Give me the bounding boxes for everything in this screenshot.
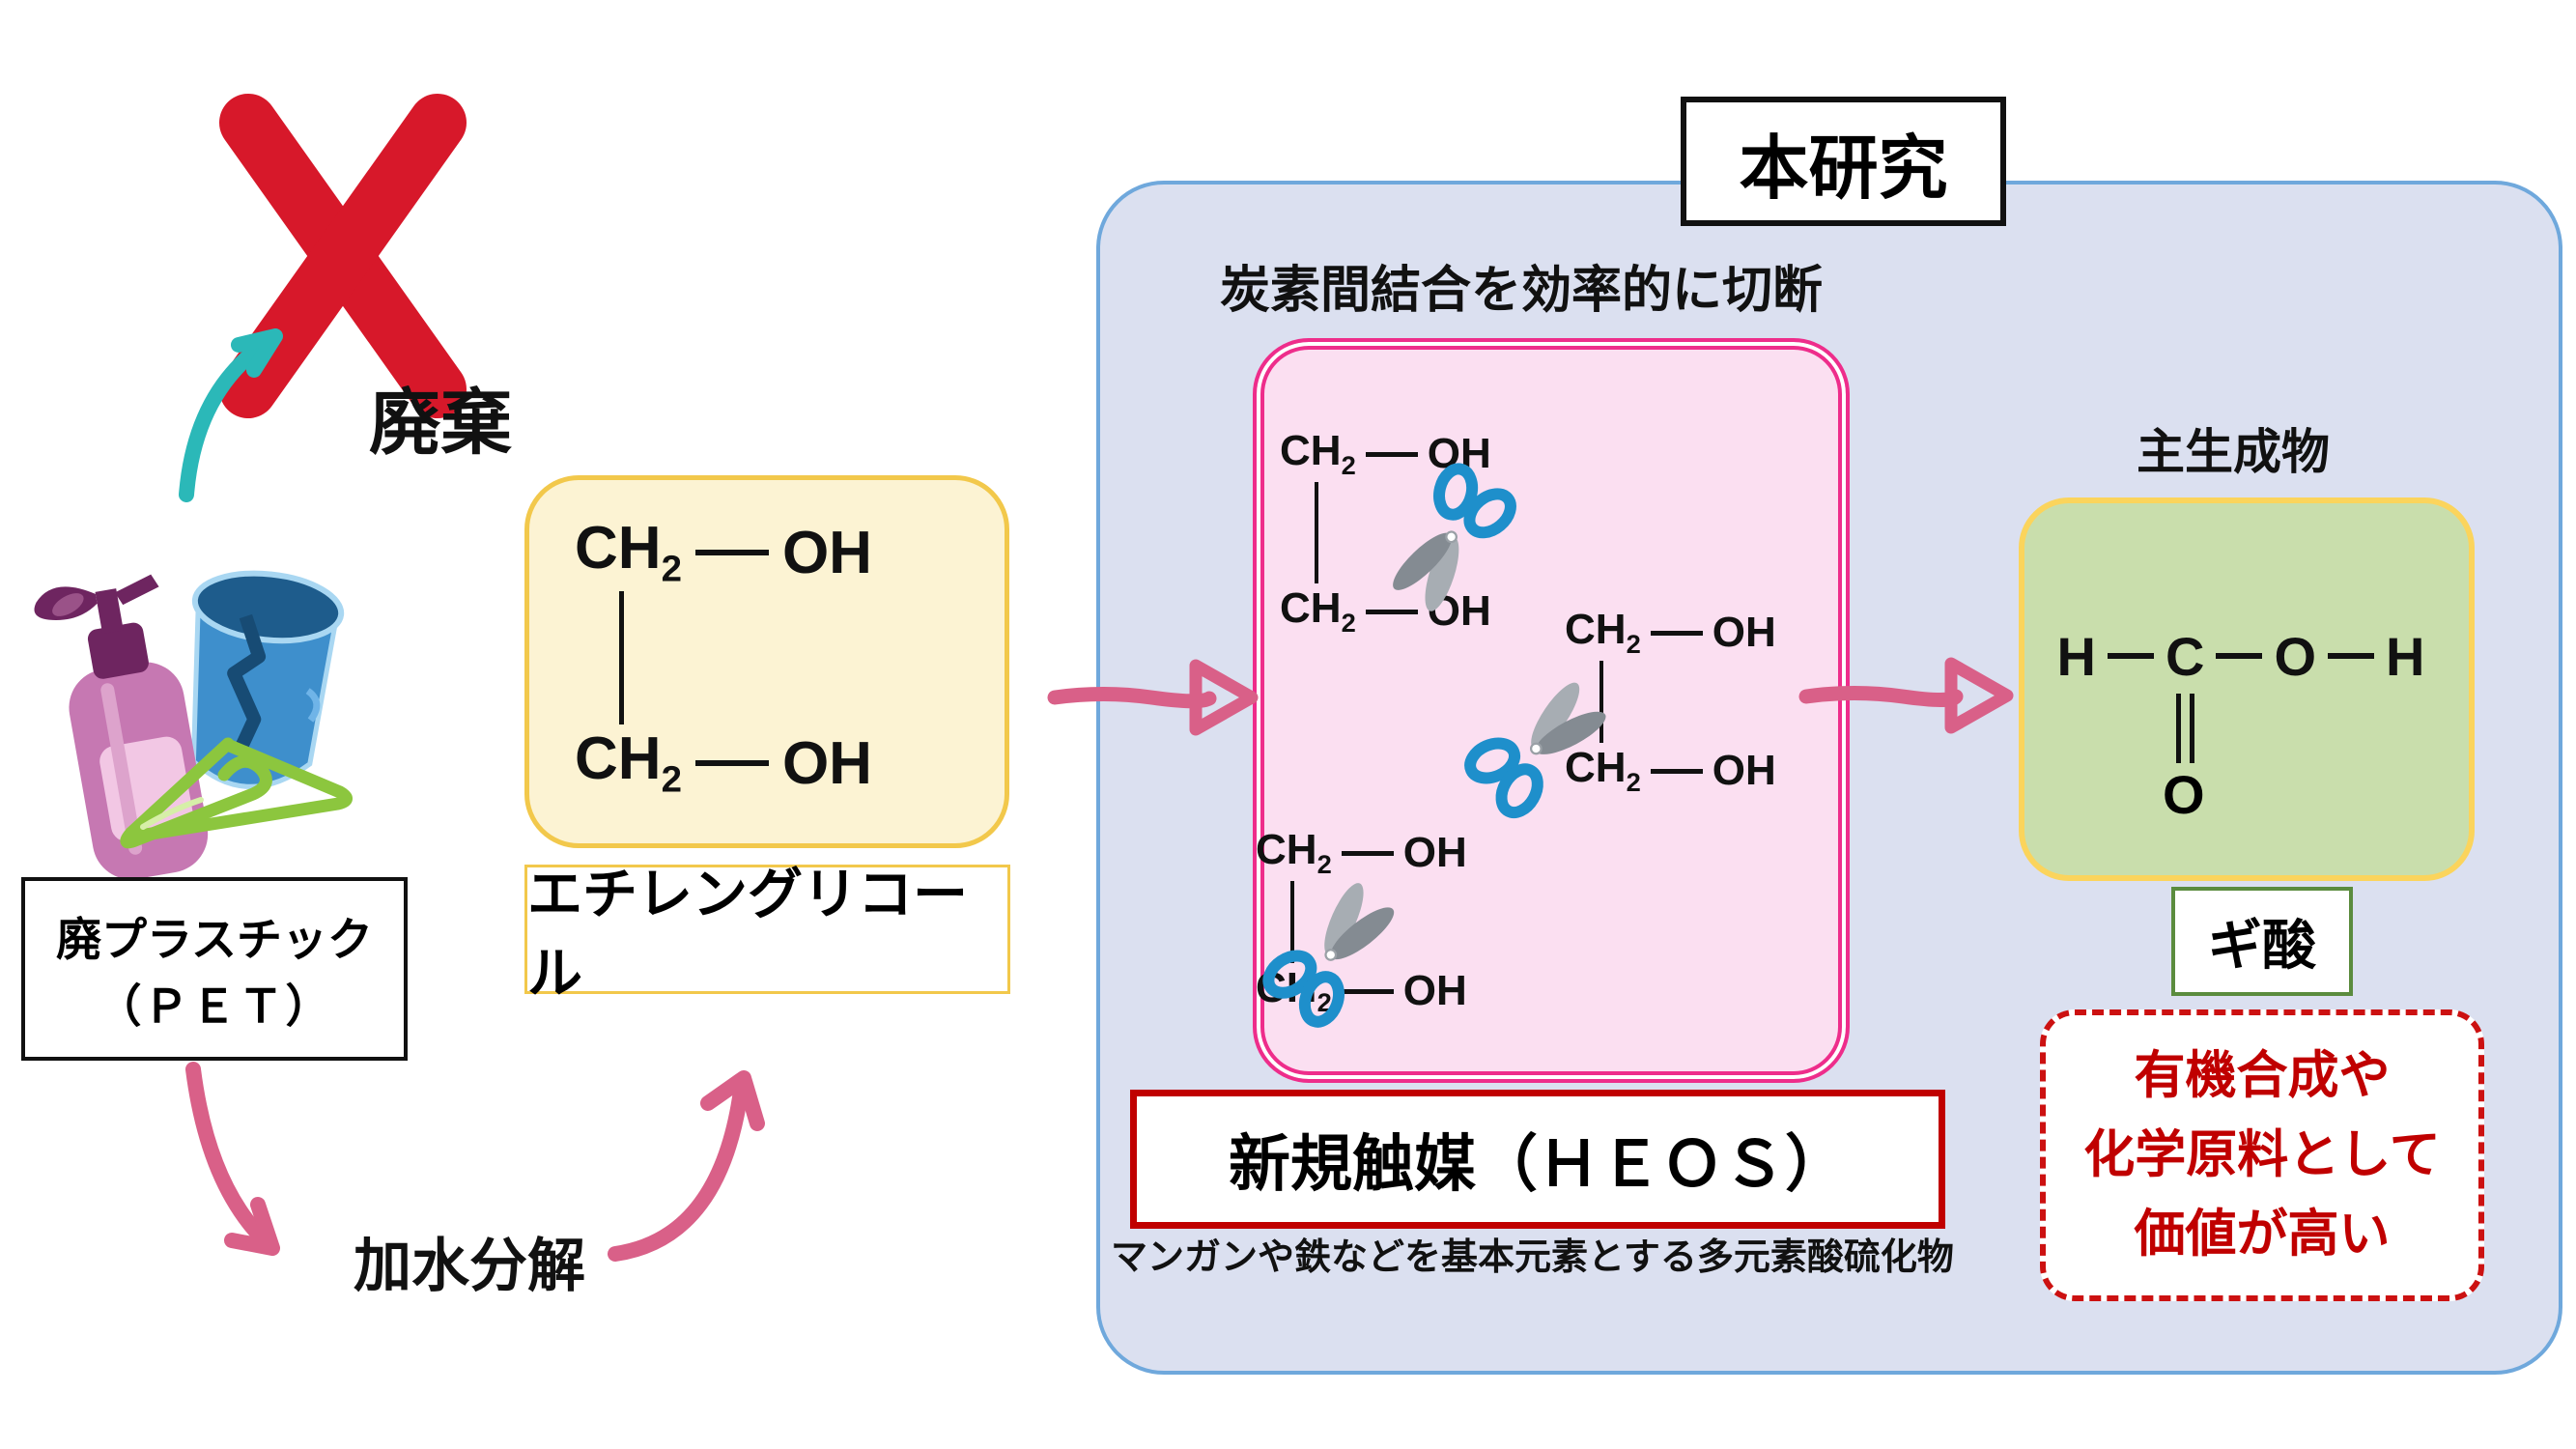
single-bond bbox=[694, 550, 769, 555]
value-callout-box: 有機合成や 化学原料として 価値が高い bbox=[2040, 1009, 2484, 1301]
ethylene-glycol-label-box: エチレングリコール bbox=[524, 864, 1010, 1005]
formic-acid-box bbox=[2019, 497, 2475, 881]
disposal-label: 廃棄 bbox=[369, 383, 512, 463]
single-bond bbox=[1365, 451, 1418, 457]
single-bond bbox=[2107, 653, 2154, 659]
single-bond bbox=[1650, 768, 1703, 774]
value-line2: 化学原料として bbox=[2083, 1125, 2441, 1183]
single-bond bbox=[1365, 609, 1418, 614]
chem-row: CH2 OH bbox=[575, 515, 872, 590]
cc-bond bbox=[1599, 661, 1603, 743]
ethylene-glycol-structure: CH2 OH CH2 OH bbox=[575, 515, 872, 801]
formic-acid-structure: H C O H O bbox=[2056, 625, 2425, 826]
hydrolysis-label: 加水分解 bbox=[354, 1234, 585, 1298]
eg-structure-2: CH2 OH CH2 OH bbox=[1565, 606, 1776, 797]
ethylene-glycol-label: エチレングリコール bbox=[527, 864, 968, 1005]
value-line1: 有機合成や bbox=[2134, 1046, 2391, 1104]
cc-bond bbox=[619, 591, 624, 724]
research-title-box: 本研究 bbox=[1681, 97, 2006, 226]
carbonyl-oxygen: O bbox=[2163, 764, 2205, 825]
waste-plastic-label-line1: 廃プラスチック bbox=[55, 914, 374, 965]
chem-row: CH2 OH bbox=[575, 725, 872, 801]
formic-acid-label: ギ酸 bbox=[2208, 915, 2316, 976]
single-bond bbox=[694, 760, 769, 766]
formic-acid-label-box: ギ酸 bbox=[2171, 887, 2353, 996]
value-line3: 価値が高い bbox=[2134, 1206, 2391, 1264]
waste-plastics-illustration bbox=[34, 570, 353, 879]
catalyst-label-box: 新規触媒（ＨＥＯＳ） bbox=[1130, 1090, 1945, 1229]
waste-plastic-label-line2: （ＰＥＴ） bbox=[96, 980, 333, 1032]
single-bond bbox=[2328, 653, 2374, 659]
cc-bond bbox=[1315, 482, 1318, 583]
catalyst-description: マンガンや鉄などを基本元素とする多元素酸硫化物 bbox=[1111, 1237, 1954, 1278]
arrow-hydrolysis-to-eg bbox=[608, 1070, 765, 1262]
single-bond bbox=[1650, 630, 1703, 636]
catalyst-label: 新規触媒（ＨＥＯＳ） bbox=[1229, 1129, 1847, 1199]
cc-bond bbox=[1290, 881, 1294, 963]
cleave-caption: 炭素間結合を効率的に切断 bbox=[1219, 263, 1823, 319]
single-bond bbox=[1341, 850, 1394, 856]
main-product-label: 主生成物 bbox=[2137, 425, 2330, 479]
double-bond bbox=[2176, 694, 2197, 763]
single-bond bbox=[1341, 988, 1394, 994]
arrow-pet-to-hydrolysis bbox=[185, 1062, 280, 1256]
ethylene-glycol-box bbox=[524, 475, 1009, 848]
waste-plastic-label-box: 廃プラスチック （ＰＥＴ） bbox=[21, 877, 408, 1061]
single-bond bbox=[2216, 653, 2263, 659]
research-title: 本研究 bbox=[1739, 129, 1948, 208]
